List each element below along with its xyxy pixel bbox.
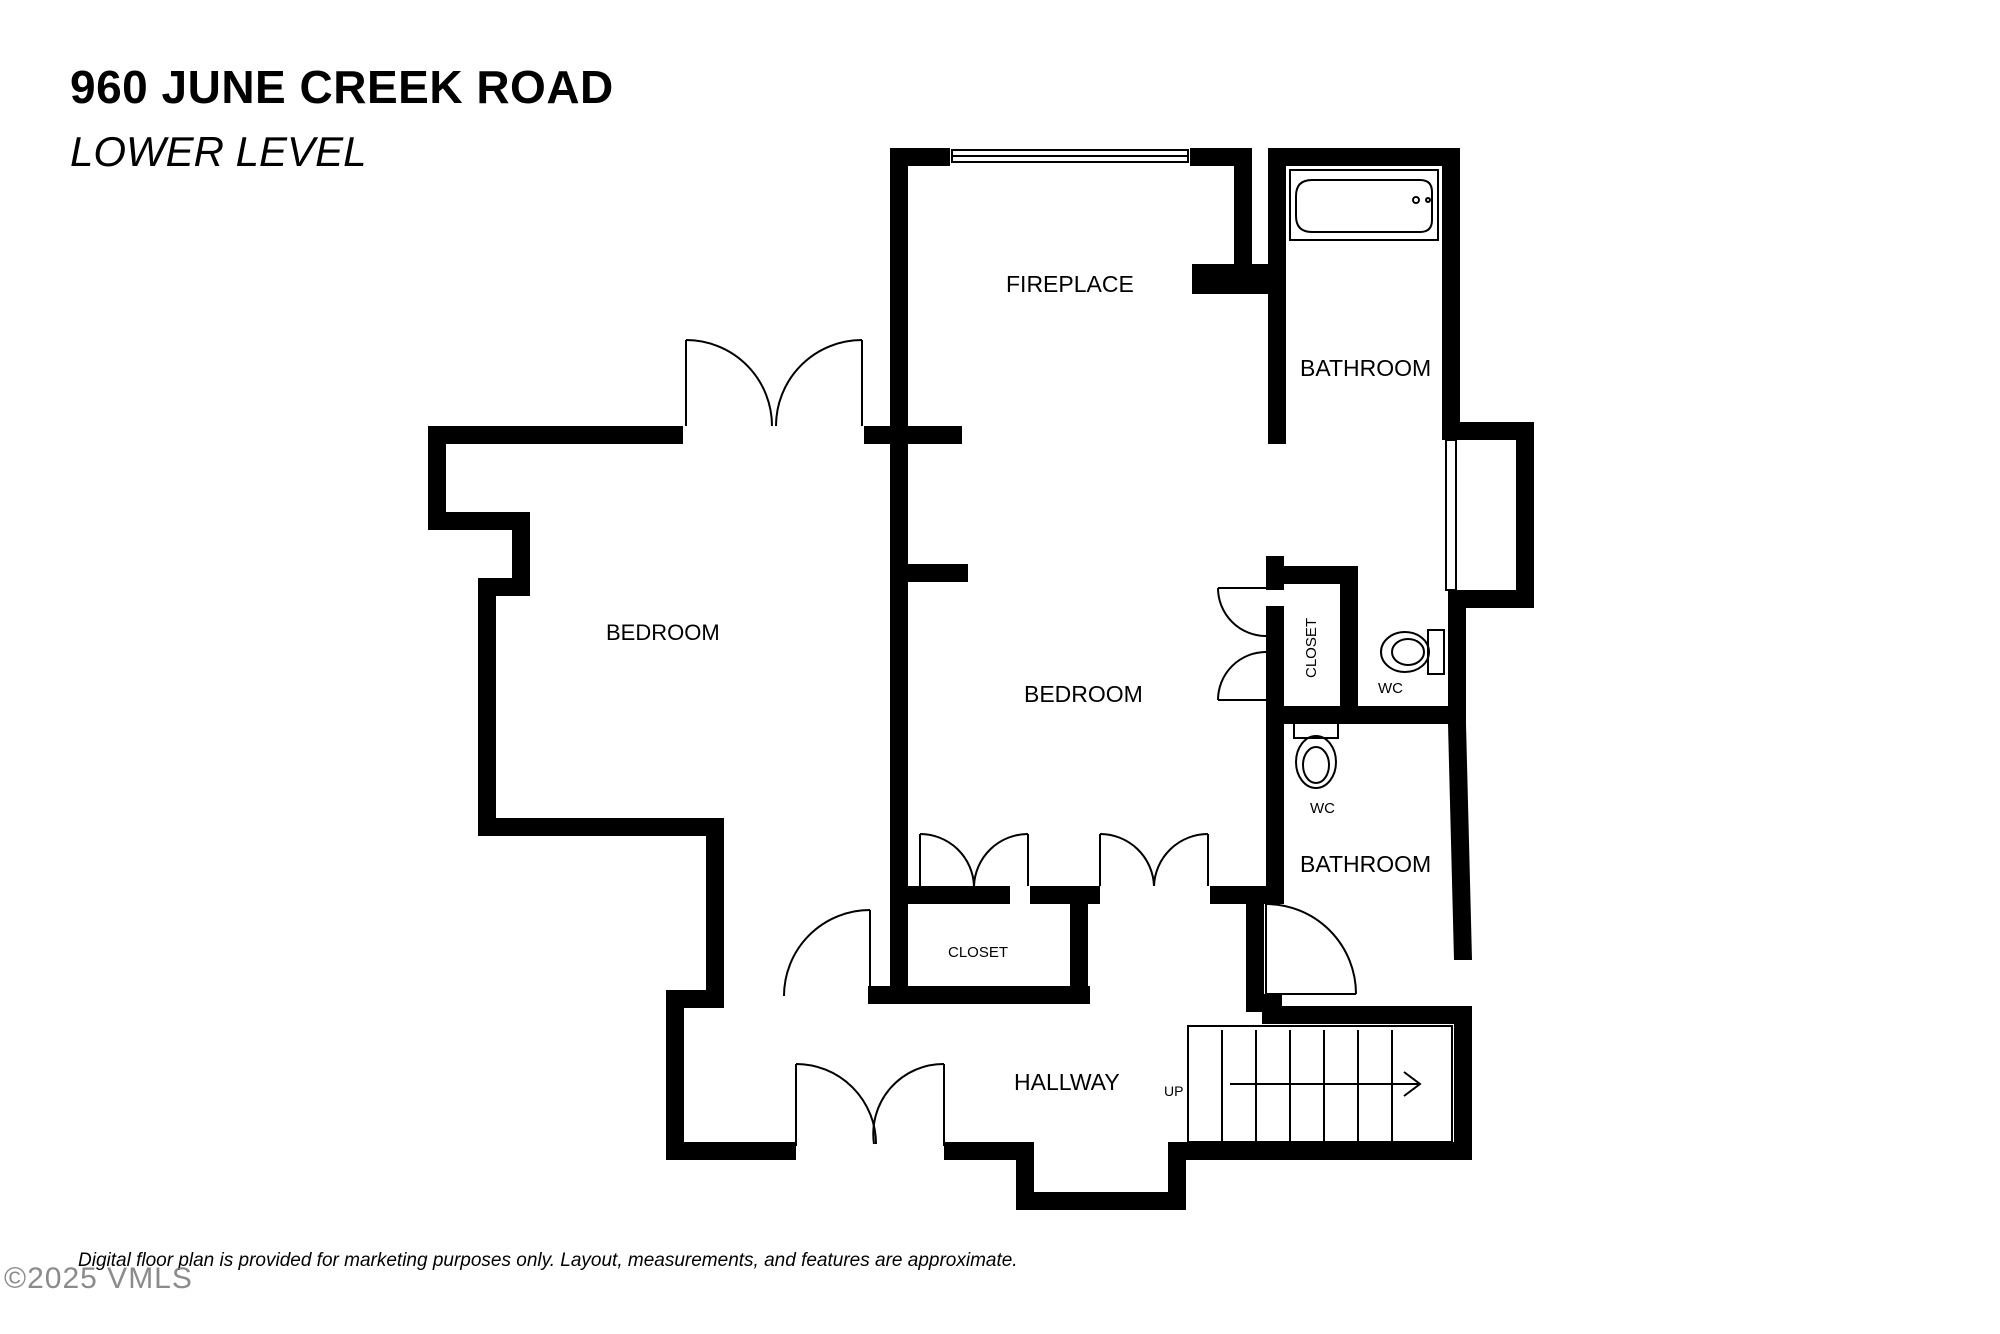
label-stairs-up: UP (1164, 1083, 1183, 1099)
bathtub-icon (1289, 169, 1439, 241)
room-labels: FIREPLACE BATHROOM BEDROOM BEDROOM CLOSE… (606, 271, 1431, 1099)
walls (428, 148, 1534, 1210)
stairs-icon (1187, 1025, 1453, 1143)
label-bedroom-center: BEDROOM (1024, 681, 1143, 707)
disclaimer-text: Digital floor plan is provided for marke… (78, 1250, 1018, 1271)
plan-title: 960 JUNE CREEK ROAD (70, 61, 614, 113)
plan-subtitle: LOWER LEVEL (70, 128, 367, 175)
windows (891, 149, 1457, 591)
label-wc-upper: WC (1378, 680, 1403, 697)
label-closet-right: CLOSET (1303, 618, 1320, 678)
label-wc-lower: WC (1310, 800, 1335, 817)
label-bathroom-lower: BATHROOM (1300, 851, 1431, 877)
label-closet-bottom: CLOSET (948, 944, 1008, 961)
toilet-lower-icon (1293, 721, 1339, 789)
label-hallway: HALLWAY (1014, 1069, 1120, 1095)
fixtures (1187, 169, 1453, 1143)
copyright-watermark: ©2025 VMLS (4, 1262, 193, 1295)
label-bathroom-upper: BATHROOM (1300, 355, 1431, 381)
label-bedroom-left: BEDROOM (606, 620, 720, 645)
doors (685, 339, 1357, 1146)
label-fireplace: FIREPLACE (1006, 271, 1134, 297)
toilet-upper-icon (1380, 629, 1445, 675)
